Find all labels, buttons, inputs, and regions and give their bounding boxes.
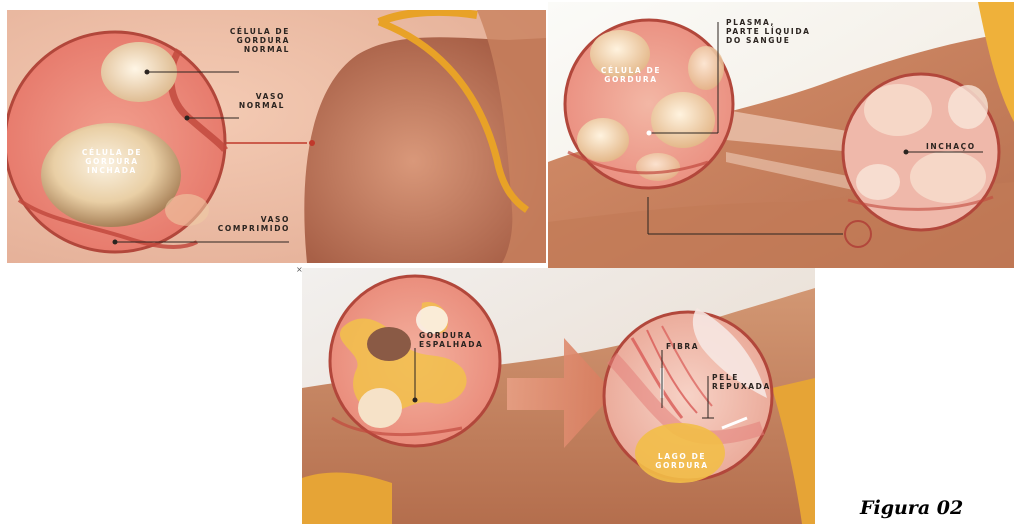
label-normal-fat-cell: CÉLULA DE GORDURA NORMAL bbox=[222, 27, 290, 54]
label-fat-cell: CÉLULA DE GORDURA bbox=[586, 66, 676, 84]
label-swollen-fat-cell: CÉLULA DE GORDURA INCHADA bbox=[52, 148, 172, 175]
label-spread-fat: GORDURA ESPALHADA bbox=[419, 331, 499, 349]
panel-spread-fat-fibers: GORDURA ESPALHADA FIBRA PELE REPUXADA LA… bbox=[302, 268, 815, 524]
label-plasma: PLASMA, PARTE LÍQUIDA DO SANGUE bbox=[726, 18, 846, 45]
label-normal-vessel: VASO NORMAL bbox=[227, 92, 285, 110]
figure-caption: Figura 02 bbox=[860, 497, 963, 519]
panel3-illustration bbox=[302, 268, 815, 524]
label-swelling: INCHAÇO bbox=[926, 142, 996, 151]
panel-swollen-fat-cell: CÉLULA DE GORDURA NORMAL VASO NORMAL CÉL… bbox=[7, 10, 546, 263]
label-fat-lake: LAGO DE GORDURA bbox=[637, 452, 727, 470]
stray-mark: × bbox=[296, 265, 303, 274]
label-fiber: FIBRA bbox=[666, 342, 716, 351]
panel-plasma-swelling: CÉLULA DE GORDURA PLASMA, PARTE LÍQUIDA … bbox=[548, 2, 1014, 268]
label-pulled-skin: PELE REPUXADA bbox=[712, 373, 792, 391]
label-compressed-vessel: VASO COMPRIMIDO bbox=[207, 215, 290, 233]
